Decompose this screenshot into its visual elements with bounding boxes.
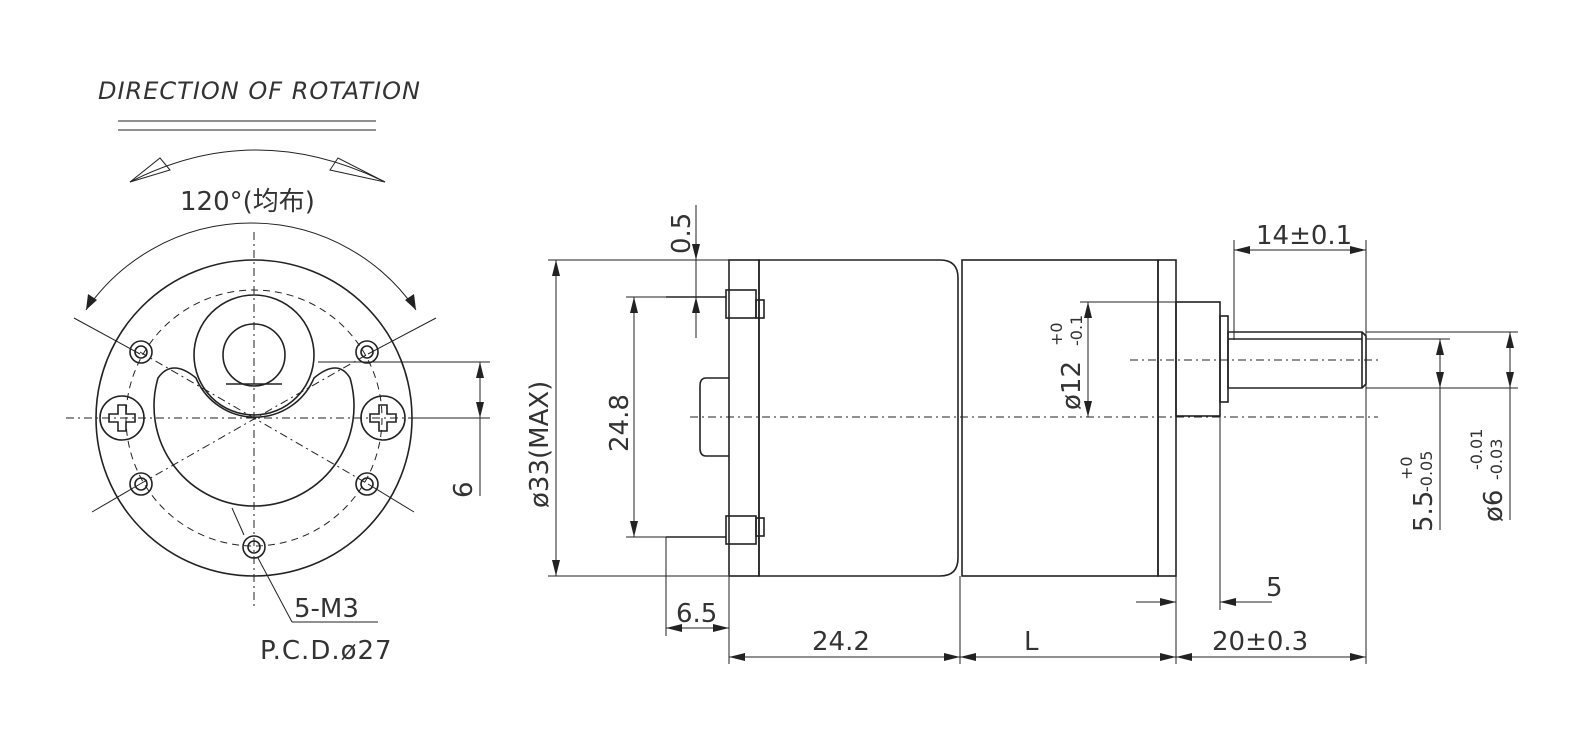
flat-width-arrow-bottom <box>1436 372 1444 388</box>
boss-diameter-dim: ø12 <box>1057 361 1087 410</box>
hole-leader-2 <box>257 557 293 623</box>
body-diameter-dim: ø33(MAX) <box>525 381 555 508</box>
boss-step <box>1219 315 1229 403</box>
offset-dim-text: 6 <box>449 481 479 498</box>
terminal-offset-dim: 6.5 <box>676 599 717 629</box>
output-shaft-circle <box>222 323 286 387</box>
gear-slot <box>153 367 355 507</box>
shaft-diameter-tol-lower: -0.03 <box>1487 439 1506 480</box>
hole-callout: 5-M3 <box>294 594 359 624</box>
motor-can <box>758 259 959 577</box>
mount-hole-top-left <box>129 340 153 364</box>
mount-hole-bottom-right <box>355 472 379 496</box>
gearbox-length-arrow-right <box>1160 653 1176 661</box>
shaft-diameter-arrow-bottom <box>1506 372 1514 388</box>
shaft-diameter-arrow-top <box>1506 332 1514 348</box>
output-boss <box>1175 301 1221 417</box>
boss-offset-dim: 5 <box>1266 573 1283 603</box>
mount-hole-top-right <box>355 340 379 364</box>
boss-diameter-tol-lower: -0.1 <box>1067 315 1086 346</box>
pcd-callout: P.C.D.ø27 <box>260 636 393 666</box>
gearbox-body <box>961 259 1159 577</box>
shaft-length-dim: 20±0.3 <box>1212 627 1308 657</box>
shaft-length-arrow-right <box>1350 653 1366 661</box>
thickness-arrow-top <box>692 244 700 260</box>
angle-arc <box>85 222 417 311</box>
motor-length-dim: 24.2 <box>812 627 870 657</box>
shaft-diameter-tol-upper: -0.01 <box>1467 429 1486 470</box>
motor-length-arrow-left <box>729 653 745 661</box>
rotation-arrow-left <box>129 157 171 183</box>
angle-ext-right <box>367 317 437 355</box>
terminal-bottom-tab <box>755 517 765 537</box>
rotation-arc <box>129 149 386 183</box>
offset-arrow-bottom <box>476 402 484 418</box>
flat-width-arrow-top <box>1436 339 1444 355</box>
flat-length-arrow-left <box>1234 246 1250 254</box>
terminal-span-arrow-top <box>630 297 638 313</box>
rotation-arrow-right <box>329 157 386 183</box>
side-view: 0.5 ø33(MAX) 24.8 6.5 24.2 L <box>525 205 1518 664</box>
boss-offset-arrow-right <box>1220 598 1236 606</box>
terminal-span-arrow-bottom <box>630 521 638 537</box>
shaft-diameter-dim: ø6 <box>1479 490 1509 522</box>
terminal-bottom-block <box>725 515 757 545</box>
flat-width-tol-upper: +0 <box>1397 456 1416 480</box>
gearbox-length-dim: L <box>1024 627 1039 657</box>
angle-arrow-left <box>86 294 97 310</box>
terminal-offset-arrow-left <box>666 624 682 632</box>
front-view: DIRECTION OF ROTATION 120°(均布) <box>66 77 490 666</box>
screw-left <box>99 395 145 441</box>
boss-diameter-arrow-bottom <box>1084 401 1092 417</box>
terminal-offset-arrow-right <box>713 624 729 632</box>
hole-leader-1 <box>231 507 245 536</box>
mount-hole-bottom-left <box>129 472 153 496</box>
flat-length-dim: 14±0.1 <box>1256 221 1352 251</box>
front-diagonal-1 <box>139 353 369 485</box>
flat-width-tol-lower: -0.05 <box>1417 451 1436 492</box>
angle-label: 120°(均布) <box>180 187 315 217</box>
boss-diameter-arrow-top <box>1084 302 1092 318</box>
motor-length-arrow-right <box>944 653 960 661</box>
diameter-arrow-bottom <box>552 560 560 576</box>
shaft-length-arrow-left <box>1176 653 1192 661</box>
terminal-span-dim: 24.8 <box>605 394 635 452</box>
diameter-arrow-top <box>552 260 560 276</box>
output-hub <box>193 294 315 416</box>
terminal-top-block <box>725 289 757 319</box>
terminal-top-tab <box>755 299 765 319</box>
gearbox-face-plate <box>1157 259 1177 577</box>
direction-of-rotation-label: DIRECTION OF ROTATION <box>98 77 421 105</box>
flat-width-dim: 5.5 <box>1409 491 1439 532</box>
motor-end-cap <box>728 259 760 577</box>
boss-diameter-tol-upper: +0 <box>1047 322 1066 346</box>
gearbox-length-arrow-left <box>960 653 976 661</box>
thickness-dim-text: 0.5 <box>667 213 697 254</box>
angle-ext-left <box>73 317 141 355</box>
front-diagonal-2 <box>139 351 369 485</box>
offset-arrow-top <box>476 362 484 378</box>
thickness-arrow-bottom <box>692 297 700 313</box>
mount-hole-bottom <box>242 535 266 559</box>
angle-ext-left-low <box>91 483 141 513</box>
end-cap-boss <box>699 377 729 457</box>
flat-length-arrow-right <box>1350 246 1366 254</box>
boss-offset-arrow-left <box>1160 598 1176 606</box>
angle-arrow-right <box>405 294 416 310</box>
screw-right <box>360 395 406 441</box>
